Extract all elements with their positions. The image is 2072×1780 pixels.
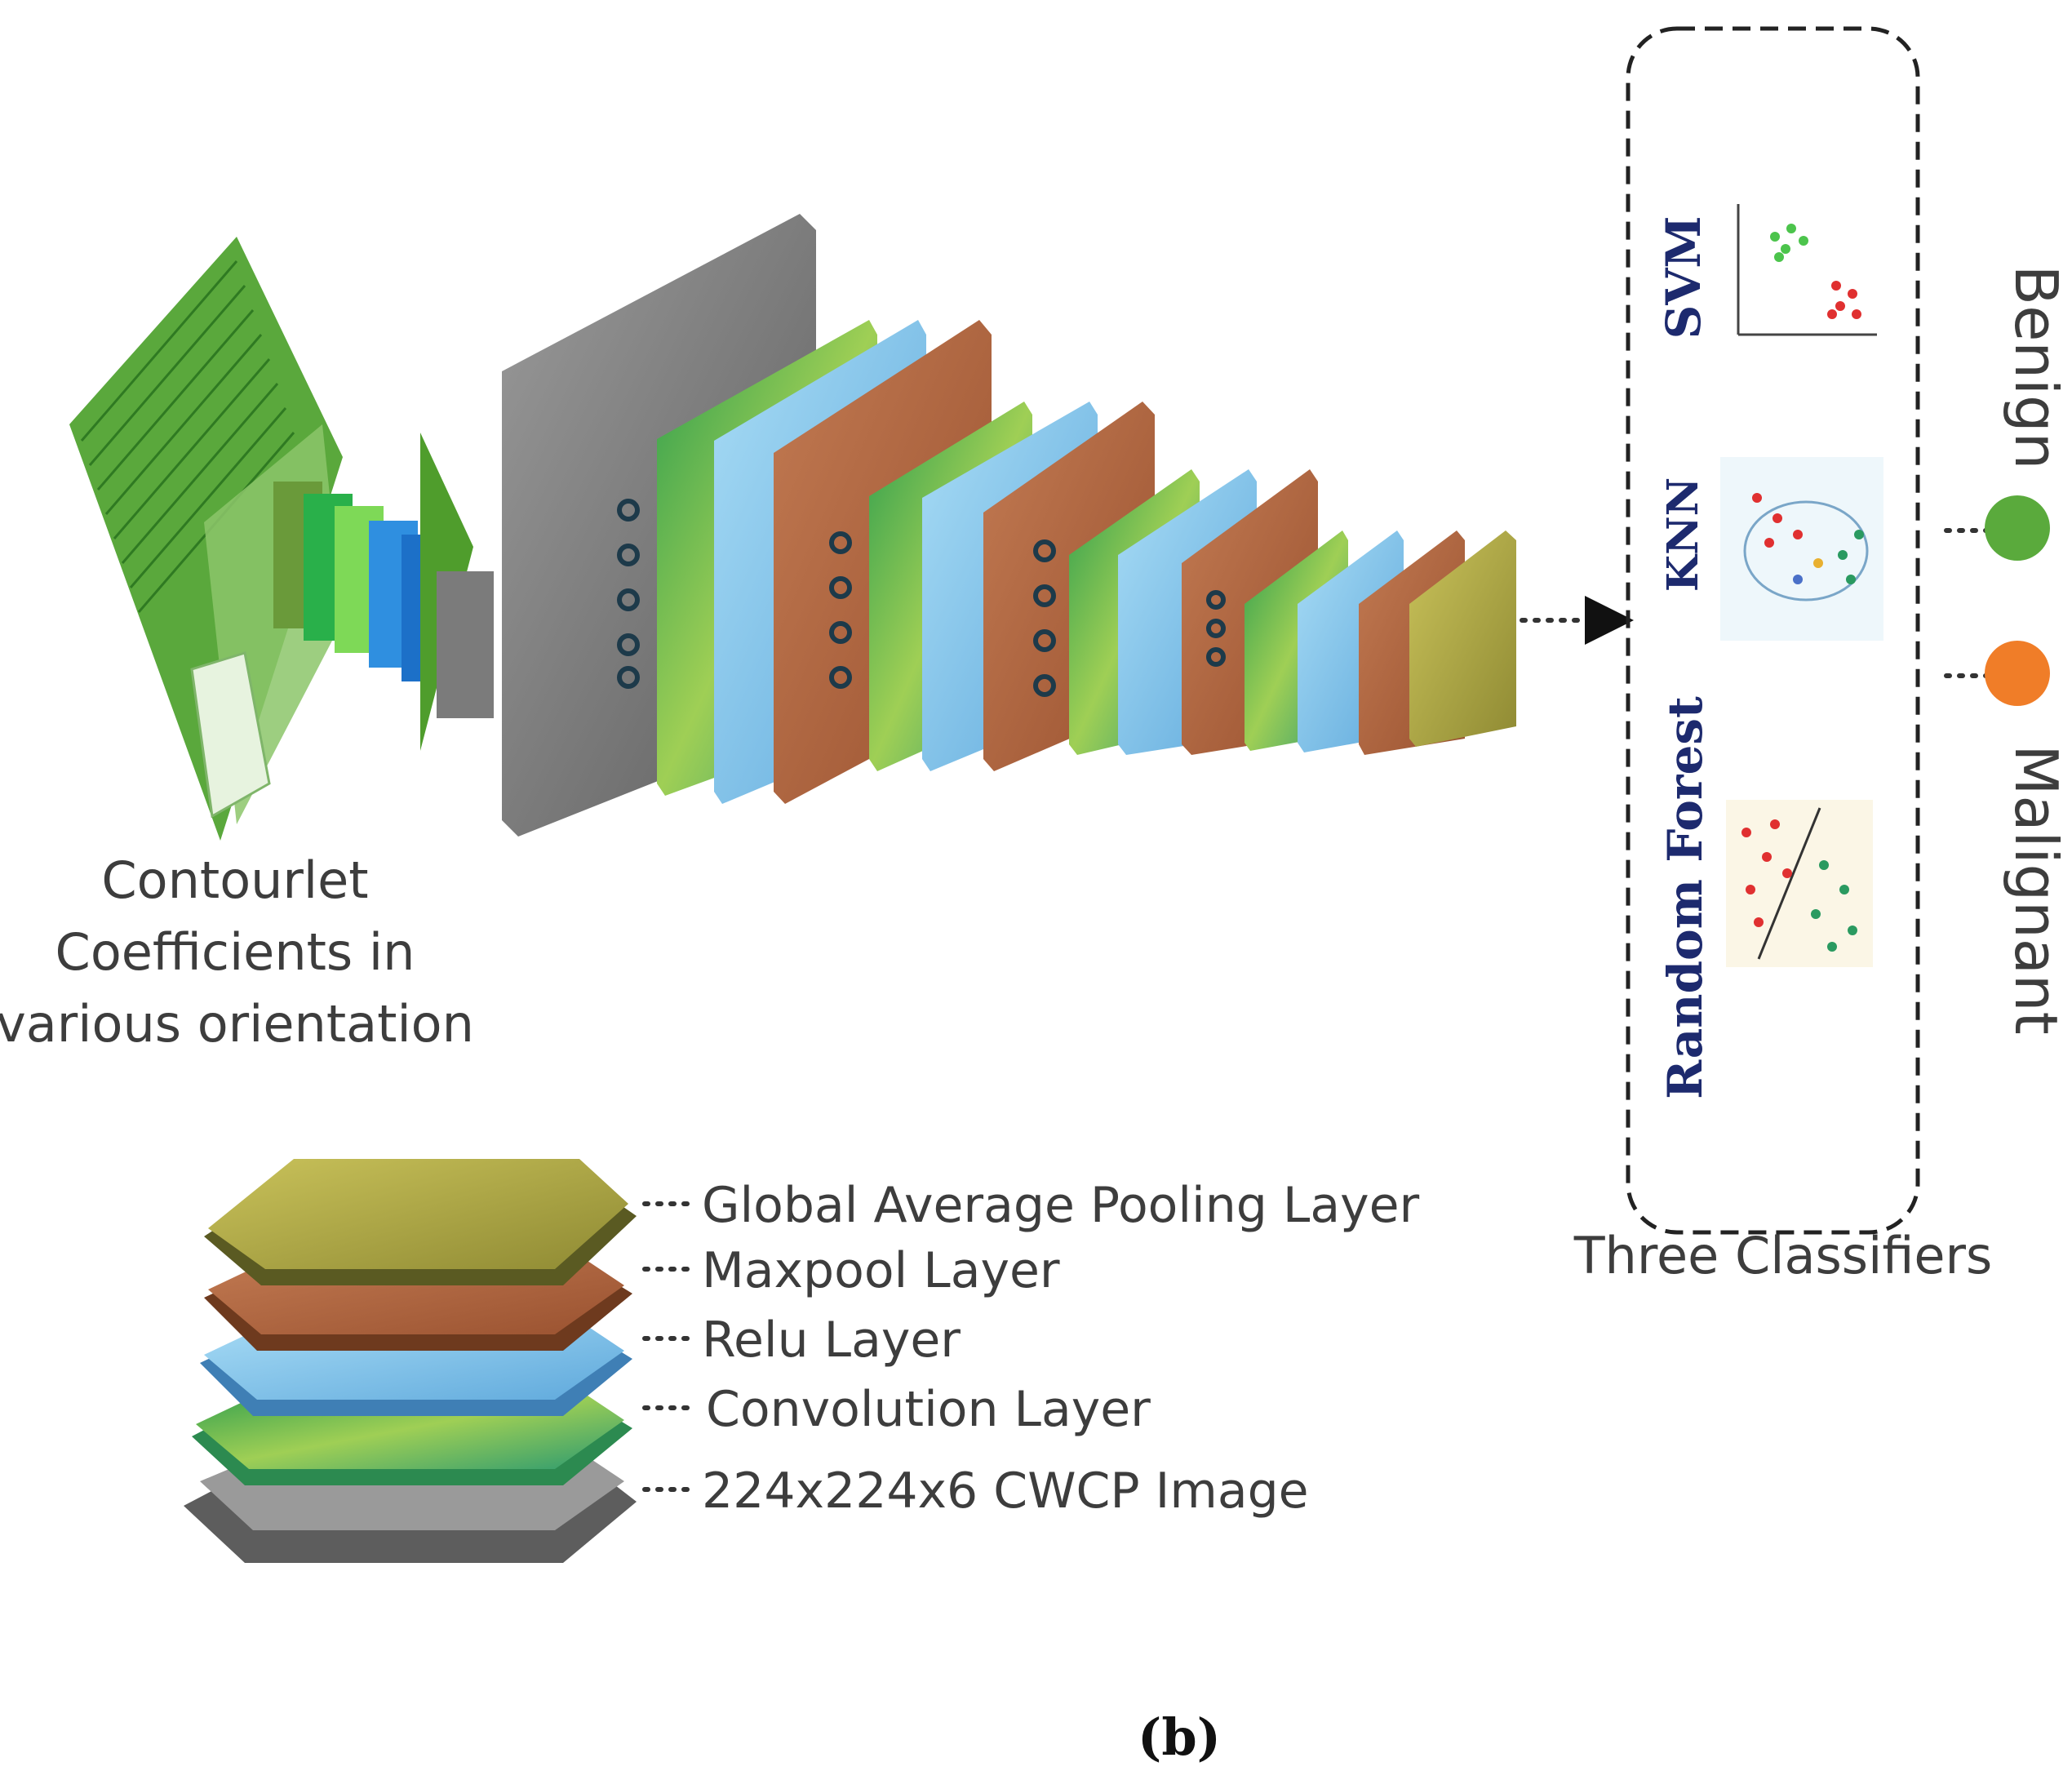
legend-cwcp-label: 224x224x6 CWCP Image bbox=[702, 1463, 1309, 1520]
legend-relu-label: Relu Layer bbox=[702, 1312, 961, 1369]
knn-scatter-icon bbox=[1720, 457, 1883, 641]
contourlet-coefficients-graphic bbox=[69, 237, 494, 841]
svm-scatter-icon bbox=[1737, 204, 1877, 336]
input-label-line-1: Contourlet bbox=[101, 850, 368, 910]
outputs: Benign Malignant bbox=[1944, 265, 2070, 1035]
malignant-dot bbox=[1985, 641, 2050, 706]
legend-gap-label: Global Average Pooling Layer bbox=[702, 1177, 1420, 1234]
classifiers-title: Three Classifiers bbox=[1573, 1226, 1993, 1285]
classifier-knn-label: KNN bbox=[1658, 477, 1708, 592]
input-label: Contourlet Coefficients in various orien… bbox=[0, 850, 474, 1054]
legend-gap-slab bbox=[204, 1159, 637, 1285]
benign-label: Benign bbox=[2002, 265, 2070, 470]
malignant-label: Malignant bbox=[2002, 744, 2070, 1035]
neuron-node-icons bbox=[617, 499, 1226, 697]
cnn-layer-stack bbox=[502, 214, 1516, 837]
random-forest-scatter-icon bbox=[1726, 800, 1873, 967]
classifier-random-forest-label: Random Forest bbox=[1657, 696, 1713, 1099]
classifier-svm-label: SVM bbox=[1656, 215, 1711, 339]
classifiers-panel: SVM KNN Random Forest Three Classifiers bbox=[1573, 26, 1993, 1285]
figure-caption: (b) bbox=[1138, 1707, 1221, 1767]
legend-convolution-label: Convolution Layer bbox=[706, 1381, 1151, 1438]
input-label-line-3: various orientation bbox=[0, 994, 474, 1054]
benign-dot bbox=[1985, 495, 2050, 561]
classifiers-dashed-box bbox=[1626, 26, 1920, 1235]
global-average-pooling-layer bbox=[1409, 530, 1516, 747]
layer-legend: Global Average Pooling Layer Maxpool Lay… bbox=[184, 1159, 1420, 1563]
legend-maxpool-label: Maxpool Layer bbox=[702, 1242, 1060, 1299]
input-label-line-2: Coefficients in bbox=[55, 922, 415, 982]
